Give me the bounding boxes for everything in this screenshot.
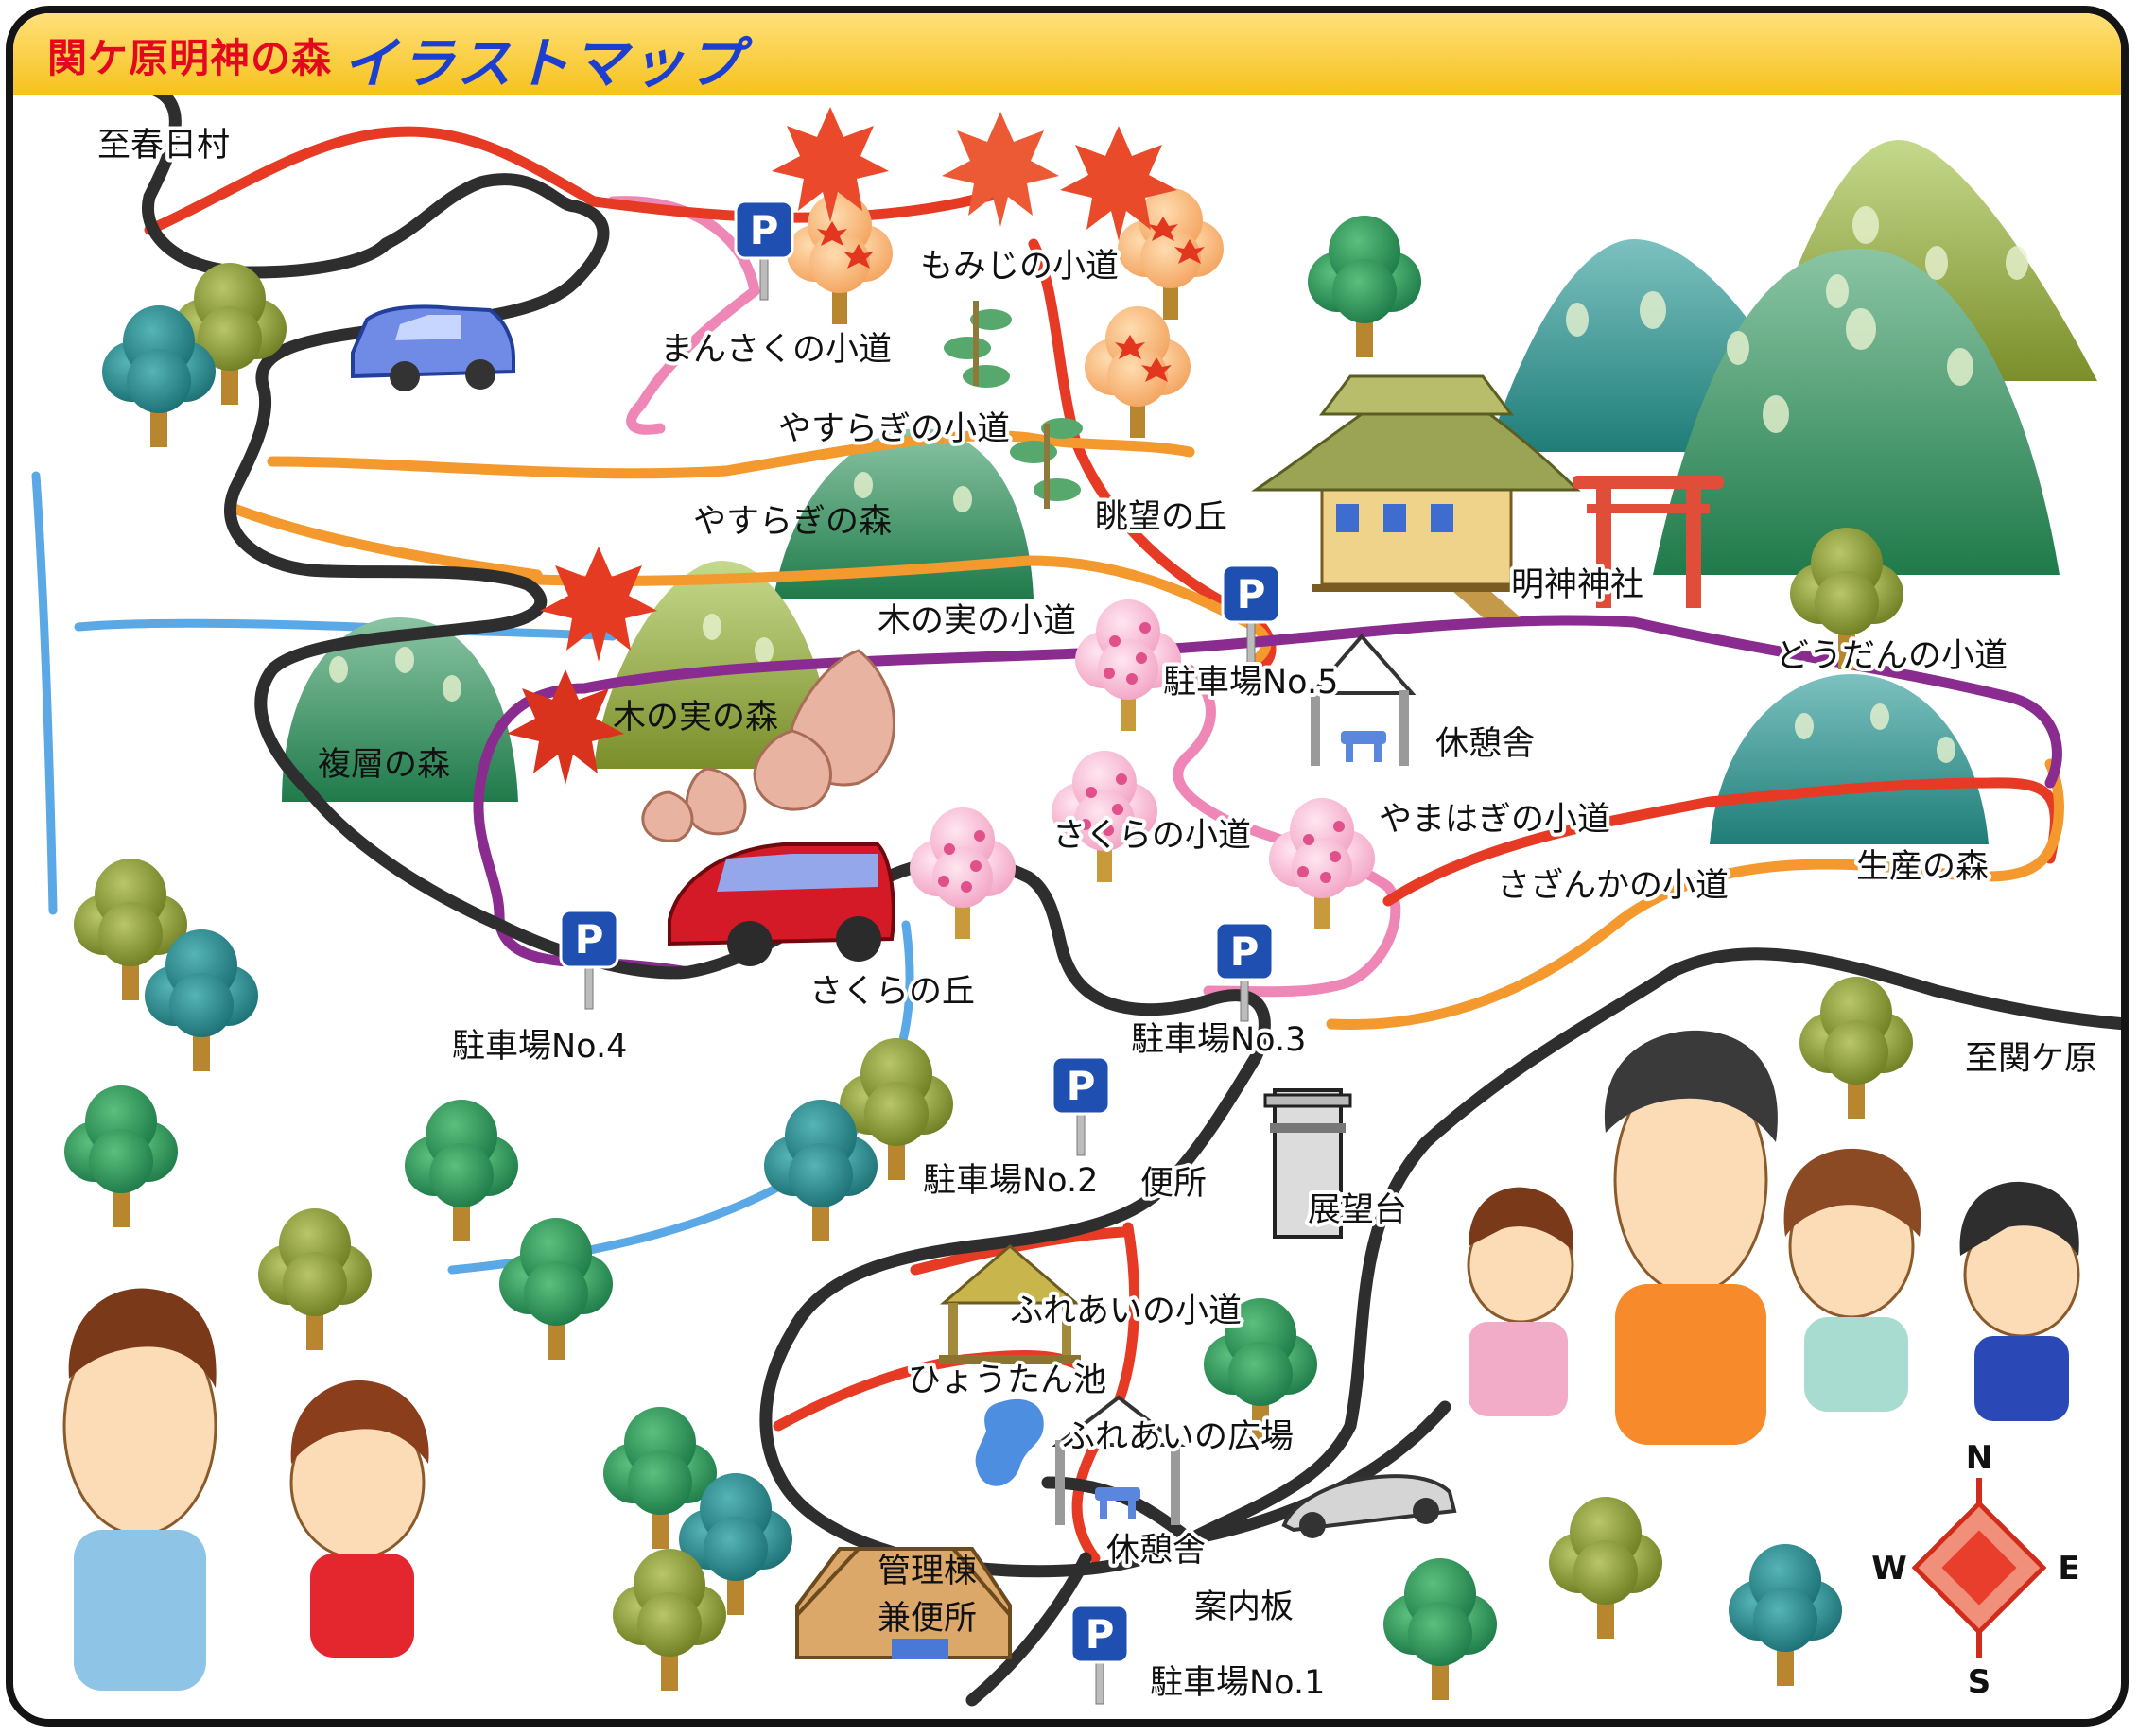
parking-sign-top[interactable]: P (734, 200, 794, 302)
map-frame: P P P P P P N E S W 至春日村 (6, 6, 2129, 1727)
label-to-sekigahara: 至関ケ原 (1965, 1040, 2097, 1078)
map-title: イラストマップ (342, 31, 745, 95)
label-parking-no2: 駐車場No.2 (923, 1162, 1098, 1200)
mountains (282, 140, 2097, 844)
gazebo (939, 1244, 1081, 1364)
parking-icon: P (1237, 571, 1266, 617)
label-rest-house-upper: 休憩舎 (1435, 725, 1535, 763)
label-konomi-forest: 木の実の森 (613, 699, 778, 737)
label-yamahagi-trail: やまはぎの小道 (1379, 801, 1610, 839)
red-car (668, 842, 895, 966)
chestnuts (641, 649, 895, 842)
label-parking-no3: 駐車場No.3 (1131, 1021, 1306, 1059)
blue-car (351, 304, 515, 391)
parking-icon: P (1067, 1063, 1096, 1109)
compass-north: N (1966, 1439, 1992, 1477)
hyoutan-pond (975, 1398, 1044, 1486)
cherry-trees (910, 599, 1375, 939)
family-left (62, 1288, 429, 1691)
label-dodan-trail: どうだんの小道 (1776, 637, 2008, 675)
silver-car (1281, 1474, 1457, 1538)
label-rest-house-lower: 休憩舎 (1106, 1532, 1206, 1570)
title-bar: 関ケ原明神の森 イラストマップ (13, 13, 2121, 95)
compass-east: E (2058, 1550, 2079, 1588)
rest-house-upper (1308, 633, 1417, 766)
compass-west: W (1871, 1550, 1907, 1588)
torii-gate (1573, 476, 1724, 608)
label-toilet: 便所 (1140, 1165, 1207, 1203)
compass-south: S (1968, 1663, 1991, 1701)
label-parking-no4: 駐車場No.4 (452, 1028, 627, 1066)
rest-house-lower (1052, 1395, 1186, 1525)
map-labels: 至春日村 至関ケ原 もみじの小道 まんさくの小道 やすらぎの小道 木の実の小道 … (94, 123, 2101, 1706)
parking-icon: P (575, 916, 604, 963)
parking-sign-1[interactable]: P (1069, 1604, 1130, 1706)
label-mansaku-trail: まんさくの小道 (660, 331, 892, 369)
small-plants (944, 301, 1083, 509)
label-office-line2: 兼便所 (878, 1600, 977, 1638)
observatory-tower (1263, 1088, 1352, 1239)
label-yasuragi-forest: やすらぎの森 (693, 503, 892, 541)
label-sazanka-trail: さざんかの小道 (1497, 867, 1729, 905)
label-momiji-trail: もみじの小道 (920, 248, 1119, 286)
parking-icon: P (750, 207, 779, 253)
label-myojin-shrine: 明神神社 (1511, 566, 1643, 604)
label-observatory: 展望台 (1308, 1191, 1407, 1229)
parking-sign-3[interactable]: P (1214, 921, 1275, 1023)
label-fureai-plaza: ふれあいの広場 (1062, 1418, 1294, 1456)
family-right (1467, 1030, 2080, 1445)
label-parking-no1: 駐車場No.1 (1150, 1664, 1325, 1702)
map-subtitle: 関ケ原明神の森 (47, 35, 333, 81)
label-parking-no5: 駐車場No.5 (1163, 664, 1338, 702)
label-sakura-hill: さくらの丘 (809, 973, 975, 1011)
label-seisan-forest: 生産の森 (1856, 848, 1989, 886)
label-fureai-trail: ふれあいの小道 (1010, 1293, 1242, 1330)
parking-sign-5[interactable]: P (1221, 564, 1281, 666)
shrine-building (1251, 374, 1581, 617)
label-konomi-trail: 木の実の小道 (878, 602, 1076, 640)
label-hyoutan-pond: ひょうたん池 (908, 1362, 1106, 1399)
parking-icon: P (1230, 929, 1260, 975)
parking-sign-2[interactable]: P (1051, 1055, 1111, 1157)
label-choubou-hill: 眺望の丘 (1095, 498, 1227, 536)
label-sakura-trail: さくらの小道 (1052, 817, 1251, 855)
compass-rose: N E S W (1871, 1439, 2079, 1701)
label-fukuso-forest: 複層の森 (318, 746, 450, 784)
label-yasuragi-trail: やすらぎの小道 (778, 410, 1010, 448)
label-office-line1: 管理棟 (878, 1553, 977, 1590)
label-info-board: 案内板 (1194, 1588, 1294, 1626)
office-building (795, 1547, 1012, 1659)
label-to-kasugamura: 至春日村 (97, 127, 230, 165)
parking-icon: P (1086, 1611, 1115, 1658)
parking-sign-4[interactable]: P (559, 909, 619, 1011)
map-canvas: P P P P P P N E S W 至春日村 (31, 81, 2121, 1707)
